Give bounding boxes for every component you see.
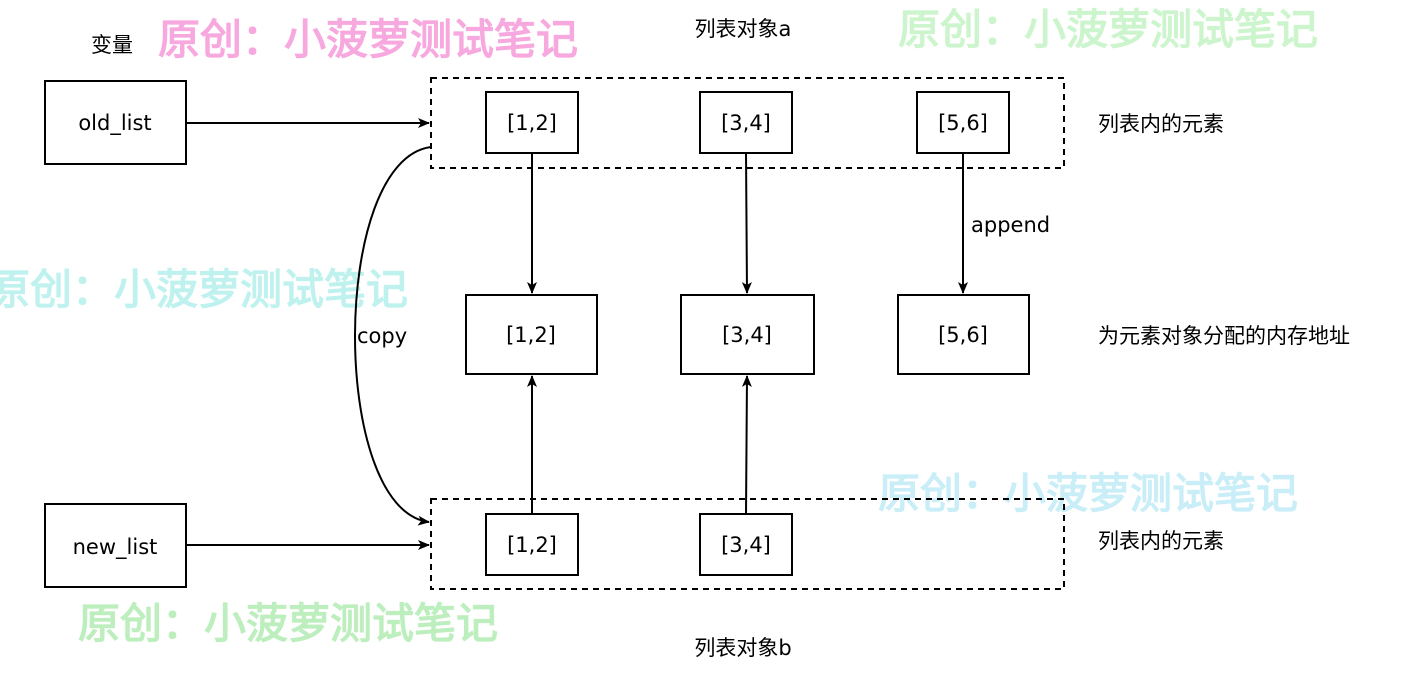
list-a-item-label: [5,6] [938, 111, 988, 135]
memory-item-label: [3,4] [722, 323, 772, 347]
memory-item-label: [5,6] [938, 323, 988, 347]
memory-item: [5,6] [897, 294, 1030, 375]
list-object-a-container [430, 77, 1065, 169]
memory-item: [3,4] [680, 294, 815, 375]
list-elements-label-bottom: 列表内的元素 [1098, 529, 1224, 553]
watermark-text: 原创：小菠萝测试笔记 [898, 5, 1318, 54]
list-b-item2-ref-arrow [741, 375, 752, 515]
watermark-text: 原创：小菠萝测试笔记 [158, 15, 578, 64]
memory-item: [1,2] [465, 294, 598, 375]
list-object-b-label: 列表对象b [694, 636, 791, 660]
list-elements-label-top: 列表内的元素 [1098, 112, 1224, 136]
list-b-item-label: [3,4] [721, 533, 771, 557]
memory-address-label: 为元素对象分配的内存地址 [1098, 324, 1350, 348]
list-a-item: [1,2] [485, 91, 579, 154]
append-label: append [971, 213, 1050, 237]
variable-label: 变量 [91, 33, 133, 57]
list-a-item-label: [1,2] [507, 111, 557, 135]
list-a-item: [3,4] [699, 91, 793, 154]
memory-item-label: [1,2] [506, 323, 556, 347]
old-list-variable: old_list [44, 80, 187, 165]
watermark-text: 原创：小菠萝测试笔记 [78, 599, 498, 648]
copy-label: copy [357, 324, 407, 348]
watermark-text: 原创：小菠萝测试笔记 [0, 265, 408, 314]
list-object-a-label: 列表对象a [695, 17, 792, 41]
list-a-item: [5,6] [916, 91, 1010, 154]
list-a-item-label: [3,4] [721, 111, 771, 135]
list-b-item: [3,4] [699, 513, 793, 576]
list-object-b-container [430, 498, 1065, 590]
list-a-item2-ref-arrow [741, 152, 752, 294]
copy-arrow [354, 146, 432, 526]
list-b-item-label: [1,2] [507, 533, 557, 557]
old-list-label: old_list [78, 111, 151, 136]
watermark-text: 原创：小菠萝测试笔记 [878, 469, 1298, 518]
list-b-item: [1,2] [485, 513, 579, 576]
new-list-variable: new_list [44, 503, 187, 588]
new-list-label: new_list [73, 535, 158, 560]
